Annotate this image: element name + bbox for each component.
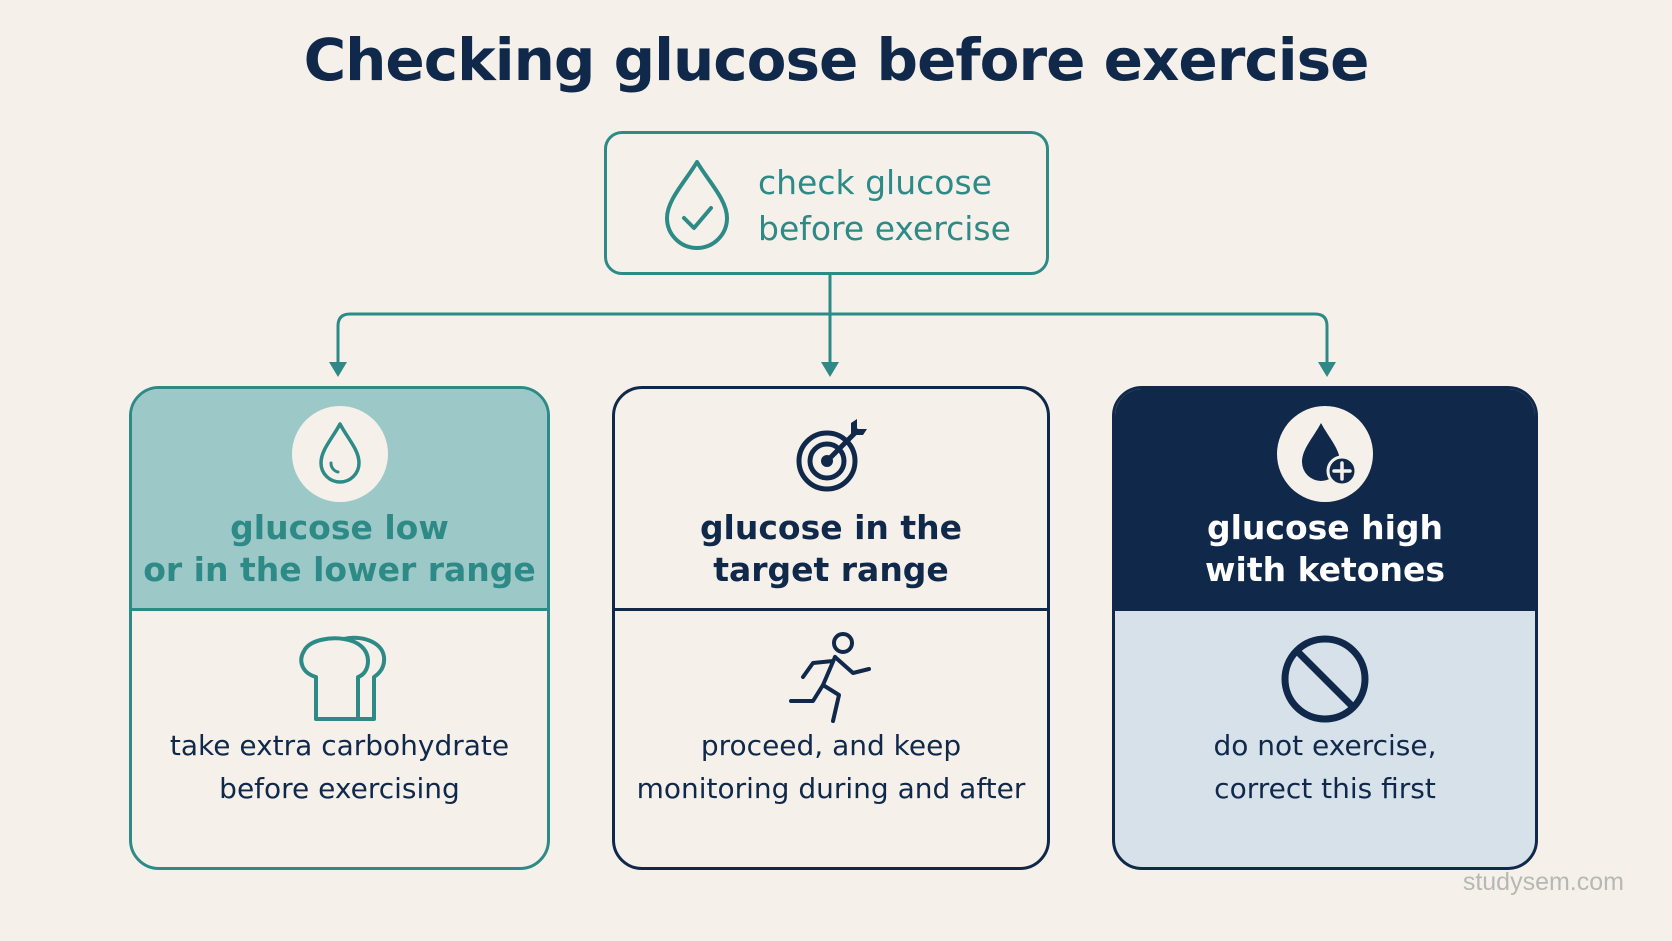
branch-heading-high: glucose high with ketones <box>1115 507 1535 591</box>
connector-left <box>336 312 830 368</box>
branch-action-low: take extra carbohydrate before exercisin… <box>132 611 547 867</box>
watermark: studysem.com <box>1462 868 1624 896</box>
branch-action-target-line1: proceed, and keep <box>700 729 962 762</box>
branch-heading-target-line2: target range <box>713 550 949 589</box>
branch-action-high: do not exercise, correct this first <box>1115 611 1535 867</box>
branch-heading-target-line1: glucose in the <box>699 508 963 547</box>
branch-action-high-line1: do not exercise, <box>1213 729 1437 762</box>
branch-action-high-line2: correct this first <box>1214 772 1436 805</box>
branch-heading-low-line2: or in the lower range <box>143 550 536 589</box>
branch-action-low-line2: before exercising <box>219 772 460 805</box>
branch-card-high: glucose high with ketones do not exercis… <box>1112 386 1538 870</box>
branch-card-low: glucose low or in the lower range take e… <box>129 386 550 870</box>
branch-action-text-high: do not exercise, correct this first <box>1115 724 1535 810</box>
page-title: Checking glucose before exercise <box>303 26 1370 94</box>
branch-heading-target: glucose in the target range <box>615 507 1047 591</box>
start-label: check glucose before exercise <box>758 160 1011 252</box>
branch-heading-low-line1: glucose low <box>230 508 449 547</box>
drop-check-icon <box>665 160 729 250</box>
branch-header-target: glucose in the target range <box>615 389 1047 611</box>
arrowhead-center <box>821 362 839 377</box>
branch-action-low-line1: take extra carbohydrate <box>169 729 510 762</box>
branch-header-high: glucose high with ketones <box>1115 389 1535 611</box>
arrowhead-left <box>329 362 347 377</box>
start-label-line2: before exercise <box>758 209 1011 248</box>
start-label-line1: check glucose <box>758 163 992 202</box>
runner-icon <box>789 632 871 723</box>
connector-right <box>830 312 1329 368</box>
branch-action-text-low: take extra carbohydrate before exercisin… <box>132 724 547 810</box>
branch-action-target: proceed, and keep monitoring during and … <box>615 611 1047 867</box>
drop-plus-icon <box>1277 406 1373 502</box>
arrowhead-right <box>1318 362 1336 377</box>
branch-action-target-line2: monitoring during and after <box>636 772 1026 805</box>
branch-heading-high-line2: with ketones <box>1205 550 1445 589</box>
start-box: check glucose before exercise <box>604 131 1049 275</box>
no-entry-icon <box>1281 635 1369 723</box>
branch-action-text-target: proceed, and keep monitoring during and … <box>615 724 1047 810</box>
branch-heading-high-line1: glucose high <box>1206 508 1444 547</box>
branch-header-low: glucose low or in the lower range <box>132 389 547 611</box>
branch-heading-low: glucose low or in the lower range <box>132 507 547 591</box>
branch-card-target: glucose in the target range proceed, and… <box>612 386 1050 870</box>
water-drop-icon <box>291 406 388 502</box>
target-icon <box>796 419 867 492</box>
bread-icon <box>298 635 386 721</box>
